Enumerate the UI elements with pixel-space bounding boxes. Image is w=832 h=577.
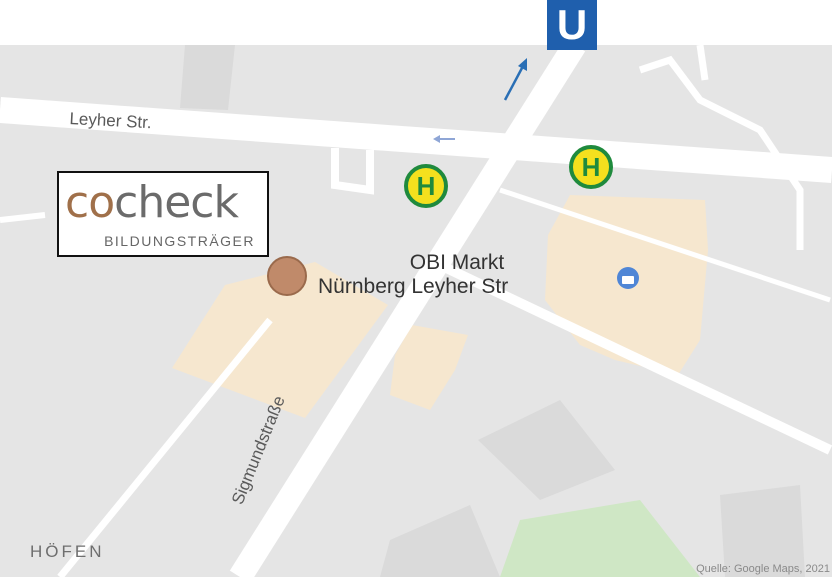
district-label: HÖFEN: [30, 542, 105, 561]
oneway-arrow-head: [433, 135, 440, 143]
map-source-credit: Quelle: Google Maps, 2021: [696, 563, 830, 575]
map-canvas[interactable]: Leyher Str. Sigmundstraße OBI Markt Nürn…: [0, 45, 832, 577]
road-sigmund: [229, 45, 586, 577]
logo-check: check: [114, 177, 239, 228]
logo-subtitle: BILDUNGSTRÄGER: [104, 233, 255, 249]
ubahn-letter: U: [556, 1, 588, 48]
road-leyher: [0, 97, 832, 183]
cocheck-logo: cocheck BILDUNGSTRÄGER: [57, 171, 269, 257]
block-d: [180, 45, 235, 110]
place-label-line2: Nürnberg Leyher Str: [318, 275, 509, 298]
block-a: [478, 400, 615, 500]
place-label-obi: OBI Markt Nürnberg Leyher Str: [318, 251, 508, 299]
map-roads: [0, 45, 832, 577]
street-label-leyher: Leyher Str.: [69, 109, 153, 133]
road-ne: [638, 55, 804, 250]
shopping-bag-icon: [622, 276, 634, 284]
road-service: [499, 187, 831, 303]
block-b: [380, 505, 500, 577]
road-nw: [0, 212, 46, 223]
place-label-line1: OBI Markt: [409, 251, 505, 274]
logo-wordmark: cocheck: [65, 177, 239, 228]
bus-stop-icon[interactable]: H: [404, 164, 448, 208]
road-loop: [331, 148, 374, 195]
location-marker[interactable]: [267, 256, 307, 296]
block-c: [720, 485, 805, 577]
bus-stop-letter: H: [581, 151, 601, 182]
road-n: [696, 45, 709, 81]
ubahn-icon[interactable]: U: [547, 0, 597, 50]
park-area: [500, 500, 700, 577]
direction-arrow-head: [518, 58, 527, 71]
road-diag-sw: [57, 317, 273, 577]
direction-arrow: [503, 67, 524, 101]
bus-stop-icon[interactable]: H: [569, 145, 613, 189]
logo-co: co: [65, 177, 115, 228]
road-diag-se: [437, 260, 832, 455]
building-small: [390, 325, 468, 410]
bus-stop-letter: H: [416, 170, 436, 201]
